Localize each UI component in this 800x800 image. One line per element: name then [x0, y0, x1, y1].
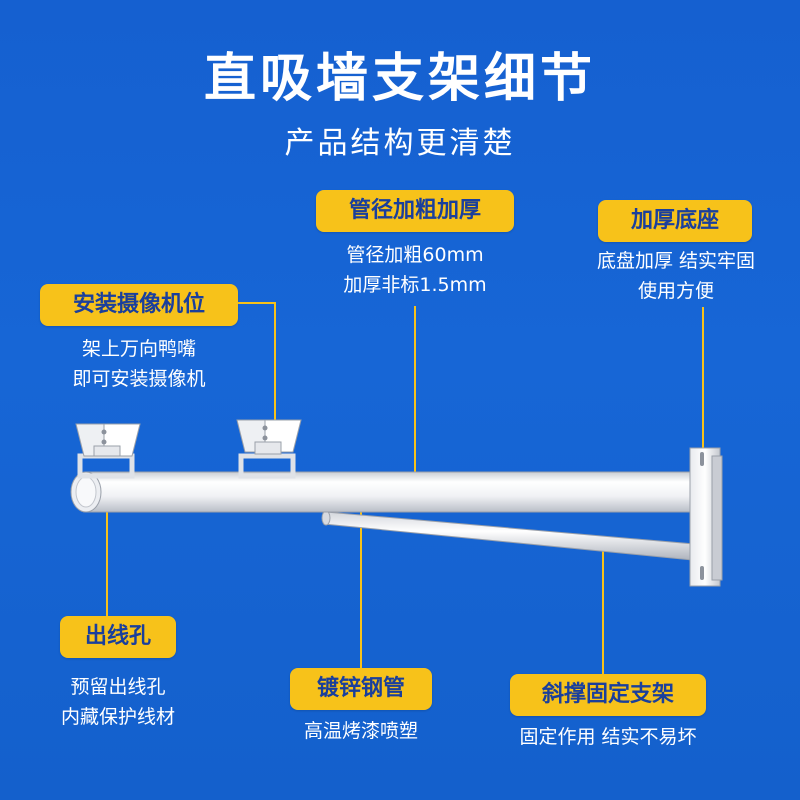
diagonal-brace [321, 510, 695, 561]
desc-camera-line1: 架上万向鸭嘴 [81, 338, 196, 360]
desc-hole-line1: 预留出线孔 [70, 676, 166, 698]
tag-cable-hole: 出线孔 [60, 616, 176, 658]
desc-base-line2: 使用方便 [637, 280, 714, 302]
desc-hole-line2: 内藏保护线材 [60, 706, 175, 728]
tag-camera-position: 安装摄像机位 [40, 284, 238, 326]
desc-base-line1: 底盘加厚 结实牢固 [596, 250, 756, 272]
desc-galv-line1: 高温烤漆喷塑 [303, 720, 418, 742]
desc-brace-line1: 固定作用 结实不易坏 [519, 726, 697, 748]
desc-camera: 架上万向鸭嘴 即可安装摄像机 [30, 334, 248, 394]
desc-hole: 预留出线孔 内藏保护线材 [20, 672, 216, 732]
tag-thick-base: 加厚底座 [598, 200, 752, 242]
desc-camera-line2: 即可安装摄像机 [72, 368, 206, 390]
tag-pipe-thickened: 管径加粗加厚 [316, 190, 514, 232]
camera-mount-left [75, 423, 141, 479]
camera-mount-right [236, 419, 302, 479]
leader-camera [238, 302, 276, 428]
desc-pipe-line1: 管径加粗60mm [346, 244, 484, 266]
desc-pipe: 管径加粗60mm 加厚非标1.5mm [300, 240, 530, 300]
desc-base: 底盘加厚 结实牢固 使用方便 [570, 246, 782, 306]
tag-diagonal-brace: 斜撑固定支架 [510, 674, 706, 716]
tag-galvanized-pipe: 镀锌钢管 [290, 668, 432, 710]
page-title: 直吸墙支架细节 [203, 49, 596, 109]
desc-brace: 固定作用 结实不易坏 [494, 722, 722, 752]
desc-galv: 高温烤漆喷塑 [262, 716, 460, 746]
desc-pipe-line2: 加厚非标1.5mm [343, 274, 487, 296]
base-plate [689, 447, 723, 587]
main-pipe [70, 471, 695, 513]
page-subtitle: 产品结构更清楚 [284, 126, 516, 161]
